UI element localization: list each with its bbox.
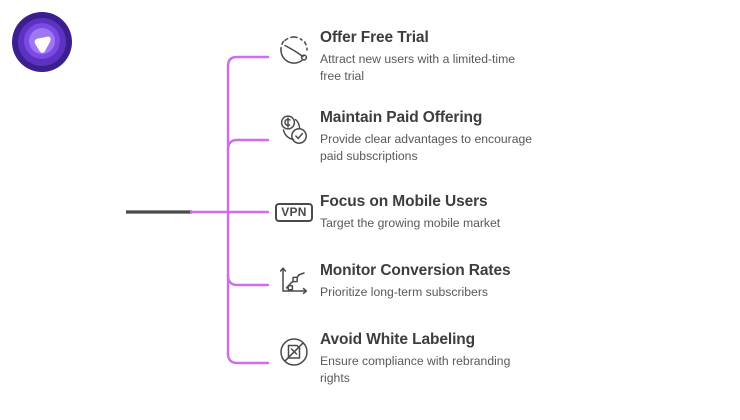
logo-svg [12,12,72,72]
vpn-badge-label: VPN [275,202,313,222]
branch-description: Attract new users with a limited-time fr… [320,52,516,83]
vpn-badge-icon: VPN [274,190,314,234]
branch-text-block: Maintain Paid Offering Provide clear adv… [320,108,535,165]
logo-triangle-mark [34,36,51,53]
branch-item-maintain-paid-offering[interactable]: Maintain Paid Offering Provide clear adv… [274,108,535,165]
branch-item-monitor-conversion-rates[interactable]: Monitor Conversion Rates Prioritize long… [274,259,511,303]
branch-connector-1 [226,55,270,68]
branch-item-offer-free-trial[interactable]: Offer Free Trial Attract new users with … [274,28,535,85]
branch-text-block: Offer Free Trial Attract new users with … [320,28,535,85]
line-chart-icon [274,259,314,303]
branch-title: Maintain Paid Offering [320,109,483,126]
timer-clock-icon [274,28,314,72]
branch-description: Ensure compliance with rebranding rights [320,354,511,385]
branch-connector-5 [226,351,270,365]
brand-logo [10,10,74,74]
branch-description: Target the growing mobile market [320,216,501,230]
branch-connector-4 [226,273,270,287]
branch-description: Provide clear advantages to encourage pa… [320,132,533,163]
branch-title: Offer Free Trial [320,29,429,46]
branch-text-block: Avoid White Labeling Ensure compliance w… [320,330,535,387]
branch-item-focus-on-mobile-users[interactable]: VPN Focus on Mobile Users Target the gro… [274,190,500,234]
branch-title: Monitor Conversion Rates [320,262,511,279]
branch-text-block: Focus on Mobile Users Target the growing… [320,190,500,232]
branch-description: Prioritize long-term subscribers [320,285,488,299]
branch-item-avoid-white-labeling[interactable]: Avoid White Labeling Ensure compliance w… [274,330,535,387]
branch-connector-2 [226,138,270,152]
branch-title: Focus on Mobile Users [320,193,488,210]
branch-text-block: Monitor Conversion Rates Prioritize long… [320,259,511,301]
branch-title: Avoid White Labeling [320,331,476,348]
dollar-check-icon [274,108,314,152]
no-label-prohibited-icon [274,330,314,374]
